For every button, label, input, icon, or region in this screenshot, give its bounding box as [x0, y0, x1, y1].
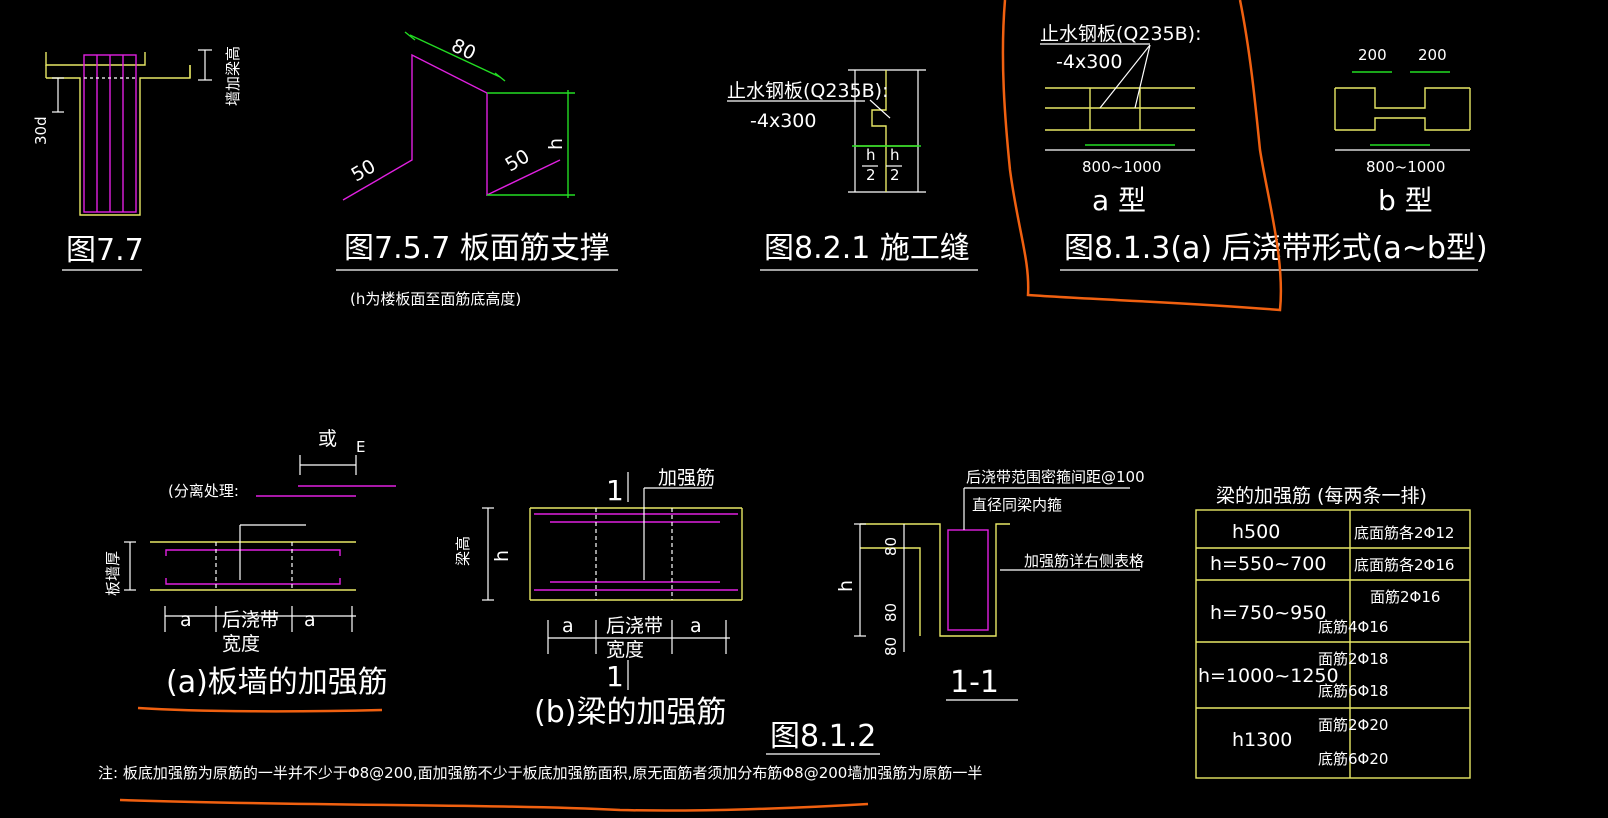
fig-7-7: 30d 墙加梁高 图7.7: [32, 46, 242, 271]
row3-item1: 底筋6Φ18: [1318, 682, 1388, 700]
sec-bot: 1: [606, 660, 624, 693]
caption-fig-a: (a)板墙的加强筋: [166, 665, 388, 700]
row1-h: h=550~700: [1210, 553, 1326, 575]
dim-30d: 30d: [32, 116, 50, 145]
label3-11: 加强筋详右侧表格: [1024, 552, 1144, 570]
dim-a1-b: a: [562, 615, 574, 637]
dim-h-b: h: [491, 550, 513, 562]
dim-2-right: 2: [890, 166, 900, 184]
fig-a-plate-wall: 板墙厚 a 后浇带 a 宽度 (分离处理: 或 E (a)板墙的加强筋: [104, 428, 396, 713]
dim-h: h: [545, 138, 567, 150]
caption-fig77: 图7.7: [66, 233, 144, 268]
fig-7-5-7: 80 50 50 h 图7.5.7 板面筋支撑 (h为楼板面至面筋底高度): [336, 31, 618, 308]
width-label-b: 宽度: [606, 639, 644, 661]
sep-note: (分离处理:: [168, 482, 239, 500]
dim-a2-b: a: [690, 615, 702, 637]
row4-item0: 面筋2Φ20: [1318, 716, 1388, 734]
row4-h: h1300: [1232, 729, 1292, 751]
row0-h: h500: [1232, 521, 1280, 543]
span-b: 800~1000: [1366, 158, 1445, 176]
fig-1-1: h 80 80 80 后浇带范围密箍间距@100 直径同梁内箍 加强筋详右侧表格…: [835, 468, 1145, 701]
fig-b-beam: 加强筋 1 1 梁高 h a 后浇带 a 宽度 (b)梁的加强筋: [454, 467, 743, 730]
row2-item1: 底筋4Φ16: [1318, 618, 1388, 636]
label2-11: 直径同梁内箍: [972, 496, 1062, 514]
dim-80c: 80: [882, 637, 900, 656]
label1-11: 后浇带范围密箍间距@100: [966, 468, 1145, 486]
side-label-a: 板墙厚: [104, 551, 122, 596]
label-plate-813: 止水钢板(Q235B):: [1040, 23, 1201, 45]
bottom-note: 注: 板底加强筋为原筋的一半并不少于Φ8@200,面加强筋不少于板底加强筋面积,…: [98, 764, 982, 812]
dim-2-left: 2: [866, 166, 876, 184]
caption-fig812: 图8.1.2: [770, 719, 876, 754]
dim-50-right: 50: [502, 145, 534, 176]
label-size-821: -4x300: [750, 110, 816, 132]
note-text: 注: 板底加强筋为原筋的一半并不少于Φ8@200,面加强筋不少于板底加强筋面积,…: [98, 764, 982, 782]
dim-h-right: h: [890, 146, 900, 164]
caption-fig11: 1-1: [950, 665, 999, 700]
side-label-b: 梁高: [454, 536, 472, 566]
fig-8-2-1: 止水钢板(Q235B): -4x300 h 2 h 2 图8.2.1 施工缝: [727, 69, 978, 271]
note-fig757: (h为楼板面至面筋底高度): [350, 290, 521, 308]
label-wall-beam: 墙加梁高: [224, 46, 242, 106]
e-label: E: [356, 438, 365, 456]
dim-200-left: 200: [1358, 46, 1387, 64]
dim-200-right: 200: [1418, 46, 1447, 64]
row3-item0: 面筋2Φ18: [1318, 650, 1388, 668]
dim-80b: 80: [882, 603, 900, 622]
width-label-a: 宽度: [222, 633, 260, 655]
type-a: a 型: [1092, 184, 1146, 217]
row3-h: h=1000~1250: [1198, 665, 1339, 687]
caption-fig-b: (b)梁的加强筋: [534, 695, 726, 730]
row2-h: h=750~950: [1210, 602, 1326, 624]
row0-item0: 底面筋各2Φ12: [1354, 524, 1454, 542]
fig-8-1-2: 图8.1.2: [766, 719, 880, 755]
row1-item0: 底面筋各2Φ16: [1354, 556, 1454, 574]
caption-fig821: 图8.2.1 施工缝: [764, 231, 970, 266]
rebar-label: 加强筋: [658, 467, 715, 489]
sec-top: 1: [606, 474, 624, 507]
fig-8-1-3a: 止水钢板(Q235B): -4x300 800~1000 a 型 200 200…: [1001, 0, 1488, 312]
row2-item0: 面筋2Φ16: [1370, 588, 1440, 606]
type-b: b 型: [1378, 184, 1433, 217]
table-title: 梁的加强筋 (每两条一排): [1216, 485, 1427, 507]
dim-a1-a: a: [180, 609, 192, 631]
dim-a2-a: a: [304, 609, 316, 631]
rebar-table: 梁的加强筋 (每两条一排) h500 底面筋各2Φ12 h=550~700 底面…: [1195, 485, 1471, 779]
dim-h-left: h: [866, 146, 876, 164]
label-plate-821: 止水钢板(Q235B):: [727, 80, 888, 102]
dim-80: 80: [448, 35, 479, 65]
label-size-813: -4x300: [1056, 51, 1122, 73]
row4-item1: 底筋6Φ20: [1318, 750, 1388, 768]
dim-mid-a: 后浇带: [222, 609, 279, 631]
or-label: 或: [318, 428, 337, 450]
dim-mid-b: 后浇带: [606, 615, 663, 637]
caption-fig757: 图7.5.7 板面筋支撑: [344, 231, 610, 266]
dim-h-11: h: [835, 580, 857, 592]
span-a: 800~1000: [1082, 158, 1161, 176]
dim-80a: 80: [882, 537, 900, 556]
